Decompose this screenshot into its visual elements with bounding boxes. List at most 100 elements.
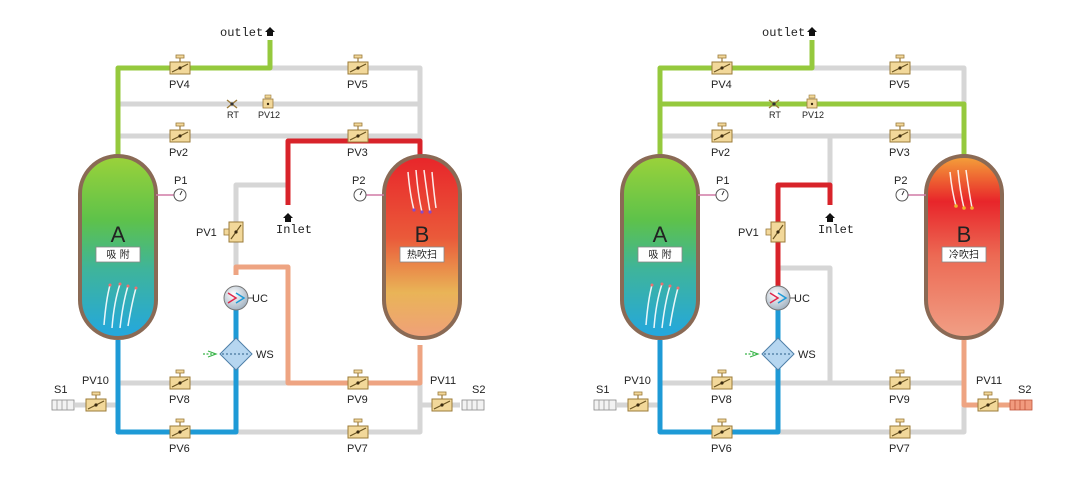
- silencer-s1-label: S1: [54, 384, 67, 396]
- valve-pv4-label: PV4: [711, 79, 732, 91]
- silencer-s2-icon: [1009, 399, 1033, 411]
- valve-pv3-icon[interactable]: [347, 122, 369, 143]
- valve-pv8-icon[interactable]: [169, 369, 191, 390]
- outlet-marker-icon: [807, 27, 817, 36]
- valve-pv9-icon[interactable]: [889, 369, 911, 390]
- vessel-a-mode-box: [95, 246, 141, 263]
- pipe-gray-uc-loop: [778, 265, 833, 383]
- pipe-green-outlet: [657, 40, 815, 160]
- inlet-marker-icon: [825, 213, 835, 222]
- valve-pv2-icon[interactable]: [711, 122, 733, 143]
- vessel-b-mode-box: [941, 246, 987, 263]
- valve-pv1-icon[interactable]: [765, 221, 786, 243]
- vessel-a-letter: A: [111, 222, 126, 247]
- valve-pv3-icon[interactable]: [889, 122, 911, 143]
- pipe-gray-top-right: [270, 65, 423, 160]
- rt-valve-icon[interactable]: [226, 99, 238, 109]
- uc-heat-exchanger: [223, 285, 254, 311]
- valve-pv2-icon[interactable]: [169, 122, 191, 143]
- inlet-marker-icon: [283, 213, 293, 222]
- valve-pv11-icon[interactable]: [431, 391, 453, 412]
- unit-uc-label: UC: [794, 293, 810, 305]
- inlet-label: Inlet: [276, 223, 312, 237]
- valve-pv1-label: PV1: [738, 227, 759, 239]
- valve-pv3-label: PV3: [347, 147, 368, 159]
- vessel-b-flow-arrows: [407, 169, 437, 214]
- inlet-label: Inlet: [818, 223, 854, 237]
- vessel-a: A 吸 附: [78, 154, 158, 340]
- valve-pv5-icon[interactable]: [347, 54, 369, 75]
- valve-pv10-label: PV10: [624, 375, 651, 387]
- pipe-green-outlet: [115, 40, 273, 160]
- valve-pv2-label: Pv2: [711, 147, 730, 159]
- vessel-b-letter: B: [415, 222, 430, 247]
- valve-pv10-icon[interactable]: [627, 391, 649, 412]
- valve-pv6-label: PV6: [169, 443, 190, 455]
- vessel-a-flow-arrows: [103, 282, 138, 329]
- valve-pv7-icon[interactable]: [347, 418, 369, 439]
- vessel-b-mode-box: [399, 246, 445, 263]
- pipe-salmon-hot: [233, 264, 423, 386]
- vessel-b-flow-arrows: [949, 169, 974, 210]
- pressure-gauge-icon: [173, 188, 187, 202]
- gauge-p2-label: P2: [352, 175, 365, 187]
- valve-pv7-icon[interactable]: [889, 418, 911, 439]
- unit-uc-label: UC: [252, 293, 268, 305]
- vessel-b-mode: 热吹扫: [407, 248, 437, 261]
- valve-pv9-label: PV9: [889, 394, 910, 406]
- valve-pv11-label: PV11: [976, 375, 1002, 387]
- valve-pv6-icon[interactable]: [169, 418, 191, 439]
- vessel-a: A 吸 附: [620, 154, 700, 340]
- valve-pv5-icon[interactable]: [889, 54, 911, 75]
- silencer-s2-label: S2: [1018, 384, 1031, 396]
- rt-valve-icon[interactable]: [768, 99, 780, 109]
- pipe-gray-top-right: [812, 65, 967, 104]
- pressure-gauge-icon: [353, 188, 367, 202]
- uc-heat-exchanger: [765, 285, 796, 311]
- silencer-s2-icon: [461, 399, 485, 411]
- outlet-marker-icon: [265, 27, 275, 36]
- valve-pv6-label: PV6: [711, 443, 732, 455]
- pressure-gauge-icon: [715, 188, 729, 202]
- vessel-b-mode: 冷吹扫: [949, 248, 979, 261]
- gauge-p1-label: P1: [174, 175, 187, 187]
- valve-pv1-label: PV1: [196, 227, 217, 239]
- valve-pv12-icon[interactable]: [806, 94, 818, 109]
- valve-pv5-label: PV5: [889, 79, 910, 91]
- vessel-a-mode: 吸 附: [648, 248, 671, 261]
- valve-pv12-icon[interactable]: [262, 94, 274, 109]
- silencer-s2-label: S2: [472, 384, 485, 396]
- valve-pv9-label: PV9: [347, 394, 368, 406]
- unit-ws-label: WS: [256, 349, 274, 361]
- valve-pv10-icon[interactable]: [85, 391, 107, 412]
- diagram-hot-purge: A 吸 附 B 热吹扫: [51, 26, 485, 455]
- ws-water-separator: [203, 337, 253, 371]
- outlet-label: outlet: [220, 26, 263, 40]
- valve-pv9-icon[interactable]: [347, 369, 369, 390]
- valve-pv8-icon[interactable]: [711, 369, 733, 390]
- pipe-gray-pv7-line: [778, 405, 967, 435]
- valve-pv8-label: PV8: [711, 394, 732, 406]
- valve-pv4-icon[interactable]: [169, 54, 191, 75]
- valve-pv6-icon[interactable]: [711, 418, 733, 439]
- vessel-a-letter: A: [653, 222, 668, 247]
- valve-rt-label: RT: [769, 110, 781, 120]
- vessel-a-mode-box: [637, 246, 683, 263]
- valve-pv1-icon[interactable]: [223, 221, 244, 243]
- silencer-s1-icon: [51, 399, 75, 411]
- valve-pv11-icon[interactable]: [977, 391, 999, 412]
- valve-pv7-label: PV7: [889, 443, 910, 455]
- silencer-s1-label: S1: [596, 384, 609, 396]
- valve-pv8-label: PV8: [169, 394, 190, 406]
- valve-pv4-icon[interactable]: [711, 54, 733, 75]
- valve-pv3-label: PV3: [889, 147, 910, 159]
- valve-pv4-label: PV4: [169, 79, 190, 91]
- valve-pv5-label: PV5: [347, 79, 368, 91]
- valve-pv12-label: PV12: [802, 110, 824, 120]
- vessel-a-mode: 吸 附: [106, 248, 129, 261]
- vessel-b: B 热吹扫: [382, 154, 462, 340]
- pipes: [75, 40, 460, 435]
- unit-ws-label: WS: [798, 349, 816, 361]
- ws-water-separator: [745, 337, 795, 371]
